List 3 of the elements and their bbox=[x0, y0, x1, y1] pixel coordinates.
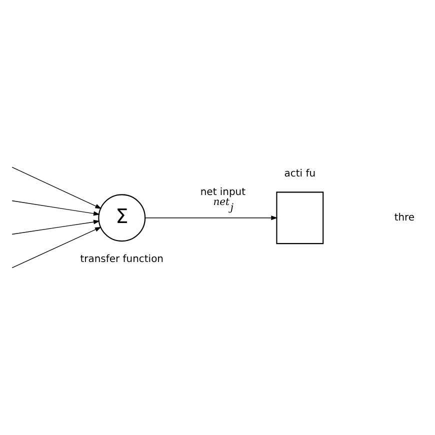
node-label: acti fu bbox=[284, 168, 316, 180]
label: thre bbox=[394, 212, 415, 224]
node-label: transfer function bbox=[80, 254, 164, 265]
